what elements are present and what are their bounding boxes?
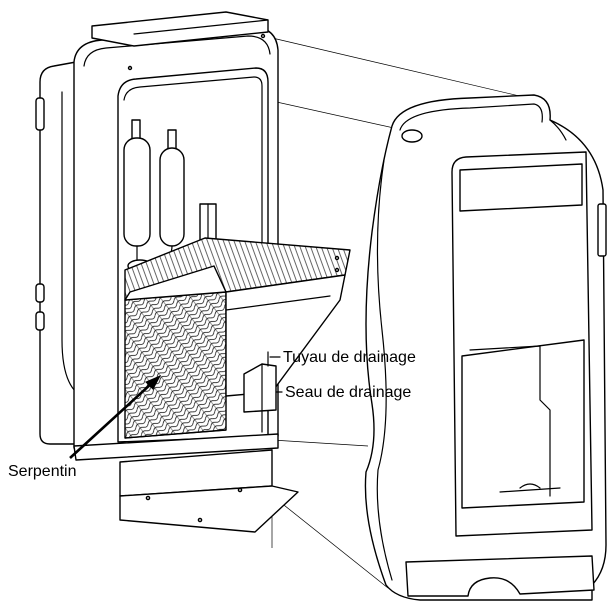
body-base <box>73 433 279 461</box>
bracket-floor-plate <box>119 485 299 533</box>
bracket-hole-front <box>197 517 203 523</box>
side-panel-contour <box>61 91 77 393</box>
drain-bucket <box>243 363 277 413</box>
drain-bucket-label: Seau de drainage <box>285 384 411 401</box>
coil-arrow-head <box>145 374 162 390</box>
frame-screw-right <box>260 33 266 39</box>
drain-hose-label: Tuyau de drainage <box>283 349 416 366</box>
cover-base <box>405 555 595 597</box>
side-knob-middle <box>35 283 45 303</box>
cover-top-window <box>459 163 583 212</box>
compressor-cylinder-right <box>159 147 185 247</box>
frame-opening-inner <box>123 76 263 433</box>
coil-block <box>124 289 227 439</box>
cover-latch <box>499 483 561 493</box>
cover-inner-panel <box>451 151 593 537</box>
frame-screw-left <box>127 65 133 71</box>
side-knob-lower <box>35 311 45 331</box>
wedge-edge <box>225 295 331 311</box>
cover-top-contour <box>399 103 543 131</box>
alignment-line-top <box>267 36 546 103</box>
compressor-cylinder-left <box>123 137 151 247</box>
handle-knob <box>401 129 423 143</box>
bracket-hole-right <box>237 487 243 493</box>
bracket-hole-left <box>145 495 151 501</box>
cover-bucket-opening <box>461 339 585 509</box>
callouts: Tuyau de drainage Seau de drainage Serpe… <box>8 349 416 480</box>
coil-arrow-shaft <box>69 382 153 459</box>
cover-corner-contour <box>549 119 567 141</box>
side-knob-upper <box>35 97 45 131</box>
coil-screw-bottom <box>334 267 340 273</box>
cover-side-contour <box>376 159 393 581</box>
alignment-line-middle <box>271 439 369 447</box>
bottom-bracket <box>119 449 299 533</box>
drain-parts <box>243 351 277 413</box>
coil-bottom-edge <box>124 429 227 439</box>
front-cover <box>364 94 607 601</box>
coil-side-wedge <box>225 274 346 397</box>
left-side-panel <box>39 61 77 445</box>
top-cap-edge <box>133 19 269 35</box>
cover-inner-recess <box>469 345 551 497</box>
coil-assembly <box>124 237 351 439</box>
coil-screw-top <box>334 255 340 261</box>
coil-label: Serpentin <box>8 463 77 480</box>
cover-side-slot <box>597 203 607 257</box>
